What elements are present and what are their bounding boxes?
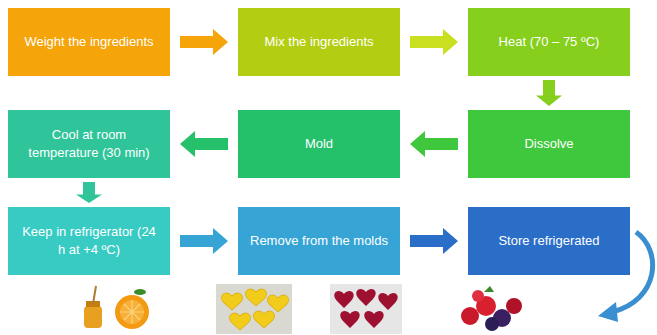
process-box: Remove from the molds [238,207,400,275]
step-label: Remove from the molds [250,232,388,250]
process-box: Weight the ingredients [8,8,170,76]
berries-picture [461,286,522,331]
flow-arrow [410,228,458,254]
flow-arrow [180,228,228,254]
flow-arrow [410,29,458,55]
process-box: Dissolve [468,110,630,178]
flow-arrow [410,131,458,157]
process-box: Store refrigerated [468,207,630,275]
flow-arrow [76,182,102,203]
process-box: Cool at room temperature (30 min) [8,110,170,178]
flow-arrow [180,131,228,157]
red-gummies-picture [330,284,402,334]
process-box: Mold [238,110,400,178]
step-label: Mix the ingredients [264,33,373,51]
yellow-gummies-picture [216,284,292,334]
step-label: Weight the ingredients [24,33,153,51]
flow-arrow [536,80,562,106]
honey-orange-picture [84,286,149,329]
process-box: Heat (70 – 75 ºC) [468,8,630,76]
step-label: Dissolve [524,135,573,153]
step-label: Heat (70 – 75 ºC) [499,33,600,51]
step-label: Store refrigerated [498,232,599,250]
step-label: Cool at room temperature (30 min) [18,126,160,161]
flow-arrow [180,29,228,55]
step-label: Keep in refrigerator (24 h at +4 ºC) [18,223,160,258]
process-box: Keep in refrigerator (24 h at +4 ºC) [8,207,170,275]
step-label: Mold [305,135,333,153]
process-box: Mix the ingredients [238,8,400,76]
